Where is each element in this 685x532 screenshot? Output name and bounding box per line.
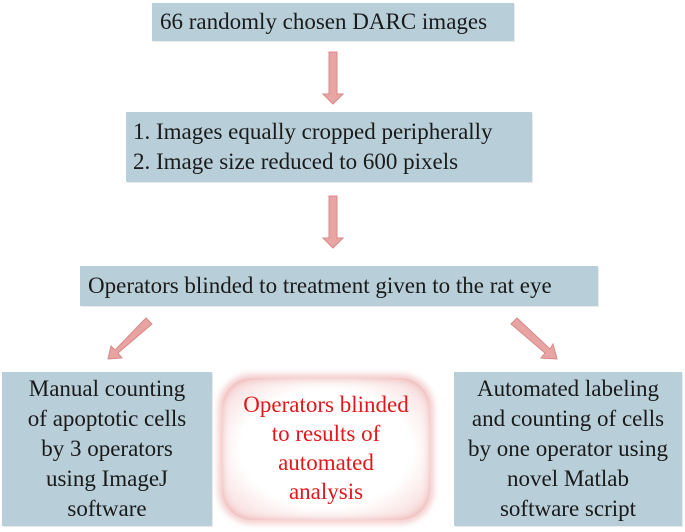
blind-box-label: Operators blinded to treatment given to … <box>88 273 552 298</box>
right-box: Automated labeling and counting of cells… <box>454 372 682 526</box>
left-box: Manual counting of apoptotic cells by 3 … <box>2 372 212 526</box>
diagonal-arrow-left-icon <box>107 317 153 360</box>
step-line-1: 1. Images equally cropped peripherally <box>133 119 493 144</box>
note-line-4: analysis <box>288 479 364 504</box>
top-box: 66 randomly chosen DARC images <box>152 3 514 41</box>
left-line-4: using ImageJ <box>45 466 168 491</box>
right-box-text: Automated labeling and counting of cells… <box>454 374 682 524</box>
diagonal-arrow-right-icon <box>510 317 558 360</box>
center-note-text: Operators blinded to results of automate… <box>222 390 430 506</box>
down-arrow-icon <box>321 51 345 105</box>
right-line-3: by one operator using <box>468 436 668 461</box>
note-line-1: Operators blinded <box>243 392 409 417</box>
right-line-2: and counting of cells <box>471 406 665 431</box>
note-line-3: automated <box>278 450 374 475</box>
note-line-2: to results of <box>271 421 381 446</box>
step-line-2: 2. Image size reduced to 600 pixels <box>133 149 459 174</box>
top-box-label: 66 randomly chosen DARC images <box>160 9 488 34</box>
left-box-text: Manual counting of apoptotic cells by 3 … <box>2 374 212 524</box>
right-line-1: Automated labeling <box>476 376 660 401</box>
step-box: 1. Images equally cropped peripherally 2… <box>126 112 532 182</box>
right-line-4: novel Matlab <box>507 466 629 491</box>
left-line-1: Manual counting <box>28 376 186 401</box>
blind-box: Operators blinded to treatment given to … <box>80 266 598 306</box>
right-line-5: software script <box>499 496 637 521</box>
left-line-2: of apoptotic cells <box>27 406 187 431</box>
left-line-5: software <box>67 496 147 521</box>
center-note: Operators blinded to results of automate… <box>222 378 430 520</box>
down-arrow-icon <box>321 195 345 249</box>
left-line-3: by 3 operators <box>41 436 173 461</box>
